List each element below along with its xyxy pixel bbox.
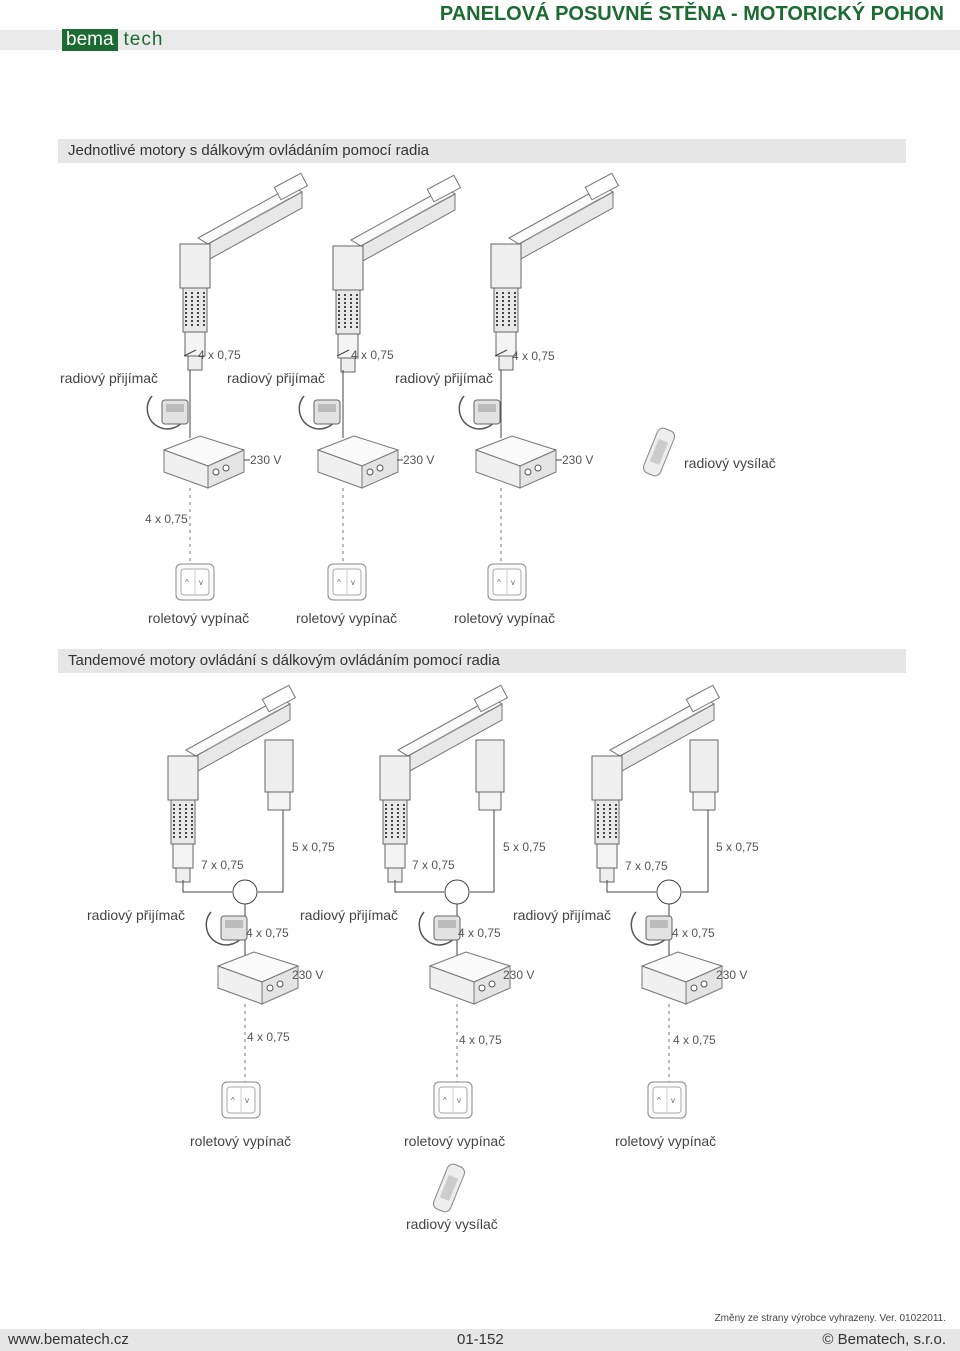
voltage-label: 230 V <box>716 968 748 982</box>
footer-url[interactable]: www.bematech.cz <box>8 1331 129 1348</box>
voltage-label: 230 V <box>250 453 282 467</box>
cable-label: 4 x 0,75 <box>673 1033 716 1047</box>
switch-label: roletový vypínač <box>296 610 398 626</box>
switch-label: roletový vypínač <box>404 1133 506 1149</box>
cable-label: 5 x 0,75 <box>292 840 335 854</box>
cable-label: 4 x 0,75 <box>247 1030 290 1044</box>
receiver-label: radiový přijímač <box>87 907 186 923</box>
receiver-label: radiový přijímač <box>227 370 326 386</box>
logo: bema tech <box>62 29 163 51</box>
voltage-label: 230 V <box>292 968 324 982</box>
section-title-tandem: Tandemové motory ovládání s dálkovým ovl… <box>58 649 906 673</box>
voltage-label: 230 V <box>562 453 594 467</box>
cable-label: 4 x 0,75 <box>459 1033 502 1047</box>
header-band <box>0 30 960 50</box>
receiver-label: radiový přijímač <box>300 907 399 923</box>
cable-label: 4 x 0,75 <box>672 926 715 940</box>
tandem-motor-diagram <box>167 684 723 1215</box>
cable-label: 7 x 0,75 <box>625 859 668 873</box>
cable-label: 4 x 0,75 <box>458 926 501 940</box>
switch-label: roletový vypínač <box>190 1133 292 1149</box>
receiver-label: radiový přijímač <box>513 907 612 923</box>
cable-label: 4 x 0,75 <box>145 512 188 526</box>
cable-label: 4 x 0,75 <box>246 926 289 940</box>
cable-label: 7 x 0,75 <box>201 858 244 872</box>
page-number: 01-152 <box>457 1331 504 1348</box>
cable-label: 7 x 0,75 <box>412 858 455 872</box>
footer-bar <box>0 1329 960 1351</box>
cable-label: 4 x 0,75 <box>351 348 394 362</box>
footer-note: Změny ze strany výrobce vyhrazeny. Ver. … <box>714 1313 946 1324</box>
switch-label: roletový vypínač <box>615 1133 717 1149</box>
switch-label: roletový vypínač <box>454 610 556 626</box>
section-title-single: Jednotlivé motory s dálkovým ovládáním p… <box>58 139 906 163</box>
copyright: © Bematech, s.r.o. <box>822 1331 946 1348</box>
receiver-label: radiový přijímač <box>60 370 159 386</box>
cable-label: 5 x 0,75 <box>503 840 546 854</box>
cable-label: 4 x 0,75 <box>512 349 555 363</box>
logo-text: tech <box>123 29 164 50</box>
transmitter-label: radiový vysílač <box>406 1216 498 1232</box>
voltage-label: 230 V <box>503 968 535 982</box>
transmitter-label: radiový vysílač <box>684 455 776 471</box>
cable-label: 5 x 0,75 <box>716 840 759 854</box>
cable-label: 4 x 0,75 <box>198 348 241 362</box>
logo-box: bema <box>62 29 118 51</box>
receiver-label: radiový přijímač <box>395 370 494 386</box>
page-title: PANELOVÁ POSUVNÉ STĚNA - MOTORICKÝ POHON <box>439 3 944 25</box>
single-motor-diagram <box>146 172 677 601</box>
switch-label: roletový vypínač <box>148 610 250 626</box>
voltage-label: 230 V <box>403 453 435 467</box>
